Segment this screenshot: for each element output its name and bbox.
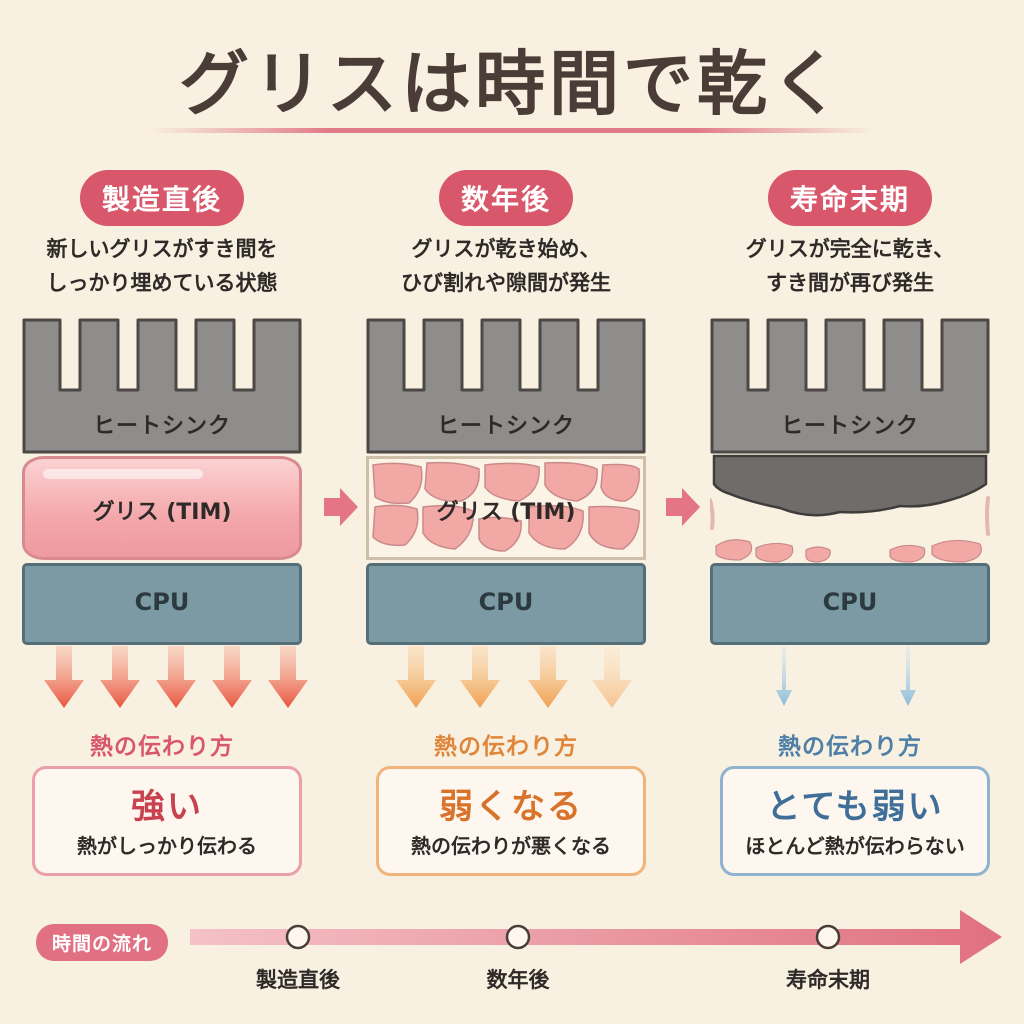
heat-arrow xyxy=(460,646,500,708)
heat-arrow xyxy=(268,646,308,708)
stage-column-fresh: 製造直後 新しいグリスがすき間を しっかり埋めている状態 ヒートシンク グリス … xyxy=(12,0,312,1024)
stage-arrow-icon xyxy=(324,488,358,526)
heat-transfer-label: 熱の伝わり方 xyxy=(90,734,234,760)
heatsink-label: ヒートシンク xyxy=(436,414,575,439)
stage-label: 数年後 xyxy=(438,170,574,226)
description-line: しっかり埋めている状態 xyxy=(46,271,278,295)
timeline-label: 時間の流れ xyxy=(36,924,169,961)
result-box xyxy=(720,766,990,876)
timeline-arrow xyxy=(190,910,1002,964)
result-main: とても弱い xyxy=(766,787,944,827)
heatsink xyxy=(710,318,990,454)
description-line: すき間が再び発生 xyxy=(766,271,934,295)
timeline-point-label: 数年後 xyxy=(486,968,550,992)
heat-transfer-label: 熱の伝わり方 xyxy=(778,734,922,760)
heat-arrow xyxy=(592,646,632,708)
result-sub: 熱の伝わりが悪くなる xyxy=(411,834,611,858)
stage-label: 寿命末期 xyxy=(767,170,933,226)
heat-arrows xyxy=(776,646,916,706)
heat-arrow xyxy=(396,646,436,708)
grease-layer xyxy=(22,456,302,560)
description-line: 新しいグリスがすき間を xyxy=(46,237,278,261)
dried-grease-gap xyxy=(710,454,990,563)
timeline-point-label: 寿命末期 xyxy=(786,968,870,992)
result-sub: 熱がしっかり伝わる xyxy=(77,834,257,858)
heat-arrow xyxy=(44,646,84,708)
timeline-point-label: 製造直後 xyxy=(256,968,340,992)
cpu-label: CPU xyxy=(822,588,878,616)
cpu-label: CPU xyxy=(478,588,534,616)
heat-arrow xyxy=(900,646,916,706)
cpu-block xyxy=(22,563,302,645)
heat-transfer-label: 熱の伝わり方 xyxy=(434,734,578,760)
result-box xyxy=(376,766,646,876)
page-title: グリスは時間で乾く xyxy=(179,43,845,125)
stage-description: グリスが乾き始め、 ひび割れや隙間が発生 xyxy=(356,232,656,300)
timeline-point xyxy=(815,924,841,950)
timeline-point xyxy=(505,924,531,950)
stage-label: 製造直後 xyxy=(79,170,245,226)
heat-arrow xyxy=(100,646,140,708)
stage-arrow-icon xyxy=(666,488,700,526)
result-box xyxy=(32,766,302,876)
grease-label: グリス (TIM) xyxy=(92,500,232,525)
stage-column-end-of-life: 寿命末期 グリスが完全に乾き、 すき間が再び発生 ヒートシンク CPU 熱の伝わ… xyxy=(700,0,1000,1024)
cpu-label: CPU xyxy=(134,588,190,616)
heatsink xyxy=(22,318,302,454)
title-underline xyxy=(150,128,874,133)
description-line: ひび割れや隙間が発生 xyxy=(401,271,611,295)
result-main: 強い xyxy=(131,787,203,827)
timeline-point xyxy=(285,924,311,950)
heatsink-label: ヒートシンク xyxy=(92,414,231,439)
grease-label: グリス (TIM) xyxy=(436,500,576,525)
heatsink xyxy=(366,318,646,454)
heat-arrows xyxy=(396,646,632,708)
cracked-grease-layer xyxy=(366,456,646,560)
result-sub: ほとんど熱が伝わらない xyxy=(745,834,965,858)
heat-arrow xyxy=(156,646,196,708)
cpu-block xyxy=(366,563,646,645)
heatsink-label: ヒートシンク xyxy=(780,414,919,439)
stage-description: 新しいグリスがすき間を しっかり埋めている状態 xyxy=(12,232,312,300)
description-line: グリスが乾き始め、 xyxy=(411,237,601,261)
heat-arrow xyxy=(528,646,568,708)
stage-column-years-later: 数年後 グリスが乾き始め、 ひび割れや隙間が発生 ヒートシンク グリス (TIM… xyxy=(356,0,656,1024)
result-main: 弱くなる xyxy=(439,787,583,827)
stage-description: グリスが完全に乾き、 すき間が再び発生 xyxy=(700,232,1000,300)
cpu-block xyxy=(710,563,990,645)
heat-arrows xyxy=(44,646,308,708)
heat-arrow xyxy=(212,646,252,708)
description-line: グリスが完全に乾き、 xyxy=(745,237,955,261)
heat-arrow xyxy=(776,646,792,706)
